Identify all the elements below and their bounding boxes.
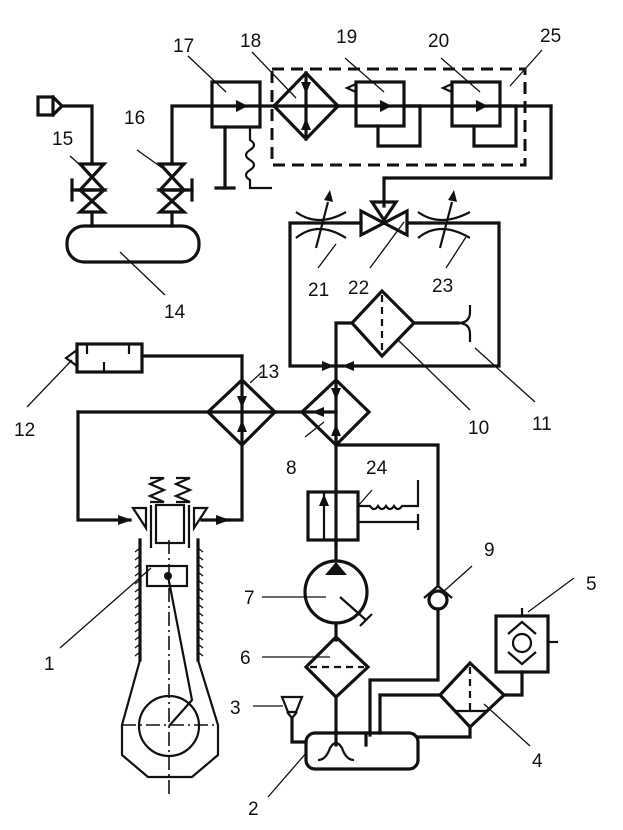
label-24: 24 [366,458,388,479]
label-14: 14 [164,302,186,323]
label-25: 25 [540,26,561,47]
label-9: 9 [484,540,495,561]
actuator-cylinder-12 [64,342,244,374]
label-3: 3 [230,698,241,719]
throttle-21 [295,190,347,249]
breather-3 [280,695,308,744]
label-20: 20 [428,31,449,52]
accumulator-14 [65,224,201,264]
label-13: 13 [258,362,279,383]
label-10: 10 [468,418,489,439]
solenoid-valve-24 [306,480,420,542]
return-filter-4 [416,660,524,739]
label-19: 19 [336,27,357,48]
label-11: 11 [532,414,552,435]
solenoid-valve-17 [210,80,272,190]
label-18: 18 [240,31,261,52]
throttle-23 [417,190,471,249]
quick-coupling-11 [457,305,472,342]
variable-pump-7 [303,538,373,642]
flow-arrow [322,361,334,371]
label-12: 12 [14,420,35,441]
shutoff-valve-16 [155,104,214,228]
check-valve-9 [334,443,453,737]
reducing-valve-19 [336,80,422,148]
engine-cylinder-1 [76,410,230,795]
label-17: 17 [173,36,194,57]
supply-line [382,104,553,208]
label-5: 5 [586,574,597,595]
label-8: 8 [286,458,297,479]
leader-lines [26,49,575,798]
breather-port-icon [36,94,65,118]
cooler-5 [494,608,558,674]
flow-arrow [342,361,354,371]
label-15: 15 [52,129,73,150]
reducing-valve-20 [418,80,553,148]
enclosure-25 [270,67,527,167]
rectifier-bridge-8 [270,364,372,547]
label-21: 21 [308,280,329,301]
oil-tank-2 [304,693,442,771]
label-16: 16 [124,108,145,129]
pressure-filter-10 [334,288,460,368]
label-2: 2 [248,799,259,820]
label-23: 23 [432,276,453,297]
throttle-loop [288,221,501,368]
suction-filter-6 [303,634,371,735]
shutoff-valve-15 [60,104,109,228]
label-6: 6 [240,648,251,669]
label-22: 22 [348,278,369,299]
component-labels: 1 2 3 4 5 6 7 8 9 10 11 12 13 14 15 16 1… [14,26,597,820]
label-7: 7 [244,588,255,609]
label-1: 1 [44,654,55,675]
label-4: 4 [532,751,543,772]
